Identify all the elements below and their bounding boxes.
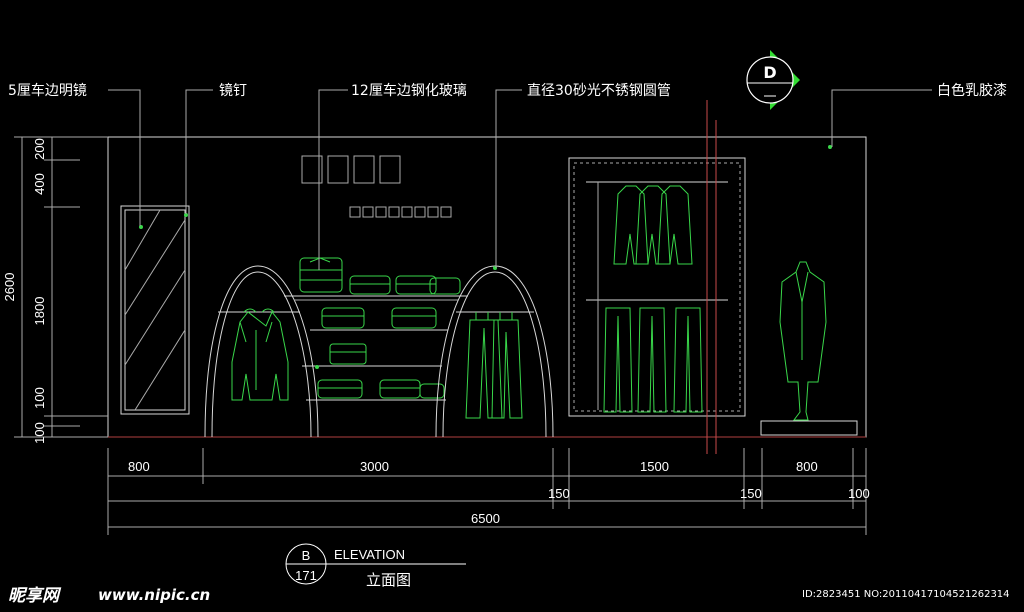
- section-marker: D: [746, 50, 800, 110]
- mannequin: [760, 145, 858, 436]
- sheet-number: 171: [295, 568, 317, 583]
- dim-100-lower: 100: [32, 422, 47, 444]
- watermark-logo: 昵享网: [8, 586, 62, 606]
- callout-paint: 白色乳胶漆: [937, 82, 1007, 99]
- dim-1500: 1500: [640, 459, 669, 474]
- callout-nail: 镜钉: [219, 83, 247, 99]
- title-block: B 171 ELEVATION 立面图: [285, 543, 466, 589]
- vertical-dimension-lines: [14, 136, 108, 438]
- dim-800-left: 800: [128, 459, 150, 474]
- frame-pants: [603, 307, 703, 413]
- dim-total-height: 2600: [2, 273, 17, 302]
- dim-1800: 1800: [32, 297, 47, 326]
- dim-400: 400: [32, 173, 47, 195]
- dim-200: 200: [32, 138, 47, 160]
- watermark-id: ID:2823451 NO:20110417104521262314: [802, 589, 1010, 600]
- dim-800-right: 800: [796, 459, 818, 474]
- watermark: 昵享网 www.nipic.cn ID:2823451 NO:201104171…: [8, 586, 1010, 606]
- folded-clothes: [299, 257, 461, 399]
- horizontal-dimension-lines: [107, 448, 867, 535]
- callout-tube: 直径30砂光不锈钢圆管: [527, 82, 671, 99]
- dim-3000: 3000: [360, 459, 389, 474]
- right-arch-pants: [465, 312, 523, 419]
- right-arch-rack: [435, 265, 554, 438]
- dim-100-upper: 100: [32, 387, 47, 409]
- title-en: ELEVATION: [334, 547, 405, 562]
- frame-jackets: [613, 185, 693, 265]
- callout-mirror: 5厘车边明镜: [8, 82, 87, 99]
- dim-150-right: 150: [740, 486, 762, 501]
- watermark-site: www.nipic.cn: [98, 586, 210, 604]
- mirror: [120, 205, 190, 415]
- title-cn: 立面图: [366, 571, 411, 589]
- dim-100-right: 100: [848, 486, 870, 501]
- section-marker-letter: D: [763, 63, 776, 82]
- left-arch-rack: [204, 265, 319, 438]
- mirror-nail-dot: [184, 213, 188, 217]
- callout-glass: 12厘车边钢化玻璃: [351, 82, 467, 99]
- callout-leaders: [108, 89, 932, 270]
- left-arch-jacket: [231, 308, 289, 401]
- dim-150-left: 150: [548, 486, 570, 501]
- sheet-letter: B: [302, 548, 311, 563]
- dim-total-width: 6500: [471, 511, 500, 526]
- hanging-frame: [568, 157, 746, 417]
- center-shelves: [284, 257, 468, 401]
- wall-sign: [301, 155, 452, 218]
